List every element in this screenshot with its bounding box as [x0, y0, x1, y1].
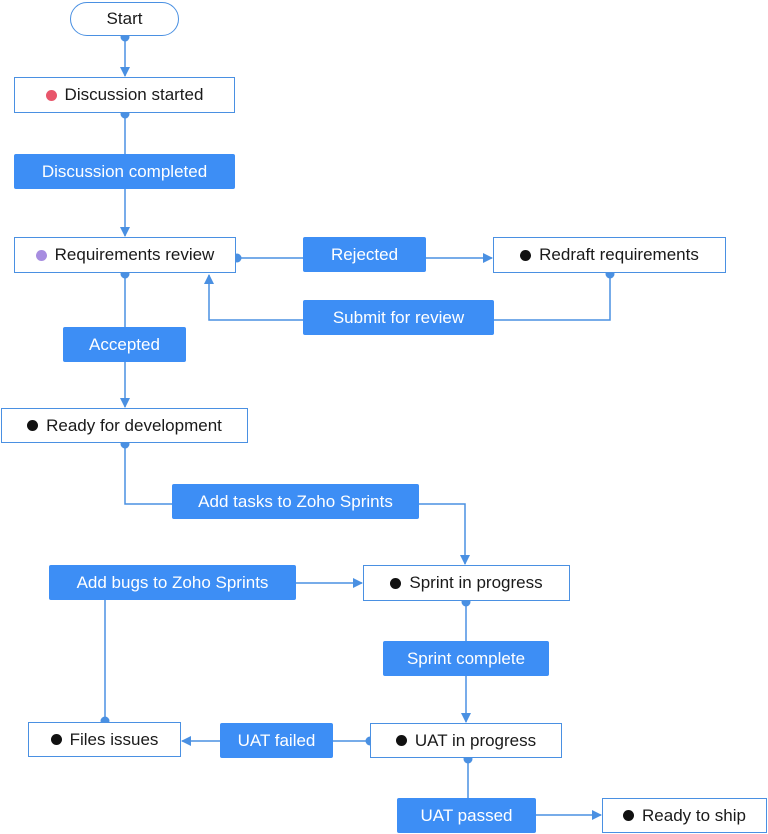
- state-label: Ready for development: [46, 415, 222, 435]
- status-dot-icon: [520, 249, 532, 261]
- status-dot-icon: [623, 810, 635, 821]
- connector-redraft-review: [209, 273, 611, 321]
- status-dot-icon: [390, 577, 402, 589]
- transition-add-tasks[interactable]: Add tasks to Zoho Sprints: [172, 484, 419, 519]
- state-redraft-requirements[interactable]: Redraft requirements: [493, 237, 726, 273]
- state-ready-to-ship[interactable]: Ready to ship: [602, 798, 767, 833]
- transition-add-bugs[interactable]: Add bugs to Zoho Sprints: [49, 565, 296, 600]
- state-uat-in-progress[interactable]: UAT in progress: [370, 723, 562, 758]
- status-dot-icon: [50, 734, 62, 745]
- transition-label: Add tasks to Zoho Sprints: [198, 491, 393, 511]
- transition-label: Submit for review: [332, 307, 465, 327]
- state-sprint-in-progress[interactable]: Sprint in progress: [363, 565, 570, 601]
- transition-discussion-completed[interactable]: Discussion completed: [14, 154, 235, 189]
- transition-label: UAT passed: [420, 805, 513, 825]
- status-dot-icon: [45, 89, 57, 101]
- state-files-issues[interactable]: Files issues: [28, 722, 181, 757]
- status-dot-icon: [27, 420, 39, 431]
- connector-ready-sprint: [124, 443, 465, 564]
- state-ready-for-development[interactable]: Ready for development: [1, 408, 248, 443]
- transition-submit-for-review[interactable]: Submit for review: [303, 300, 494, 335]
- transition-accepted[interactable]: Accepted: [63, 327, 186, 362]
- state-label: Files issues: [69, 729, 159, 749]
- transition-rejected[interactable]: Rejected: [303, 237, 426, 272]
- start-node[interactable]: Start: [70, 2, 179, 36]
- start-label: Start: [106, 9, 143, 28]
- status-dot-icon: [35, 249, 47, 261]
- state-label: Ready to ship: [642, 805, 746, 825]
- transition-uat-failed[interactable]: UAT failed: [220, 723, 333, 758]
- transition-sprint-complete[interactable]: Sprint complete: [383, 641, 549, 676]
- transition-label: Rejected: [330, 244, 399, 264]
- transition-uat-passed[interactable]: UAT passed: [397, 798, 536, 833]
- transition-label: Add bugs to Zoho Sprints: [76, 572, 269, 592]
- state-label: Sprint in progress: [409, 573, 543, 592]
- state-discussion-started[interactable]: Discussion started: [14, 77, 235, 113]
- state-label: Requirements review: [54, 245, 215, 264]
- state-requirements-review[interactable]: Requirements review: [14, 237, 236, 273]
- state-label: Redraft requirements: [539, 245, 699, 264]
- transition-label: Sprint complete: [406, 648, 526, 668]
- transition-label: Accepted: [89, 334, 160, 354]
- transition-label: Discussion completed: [41, 161, 208, 181]
- state-label: UAT in progress: [414, 730, 537, 750]
- status-dot-icon: [395, 735, 407, 746]
- transition-label: UAT failed: [237, 730, 316, 750]
- state-label: Discussion started: [64, 85, 204, 104]
